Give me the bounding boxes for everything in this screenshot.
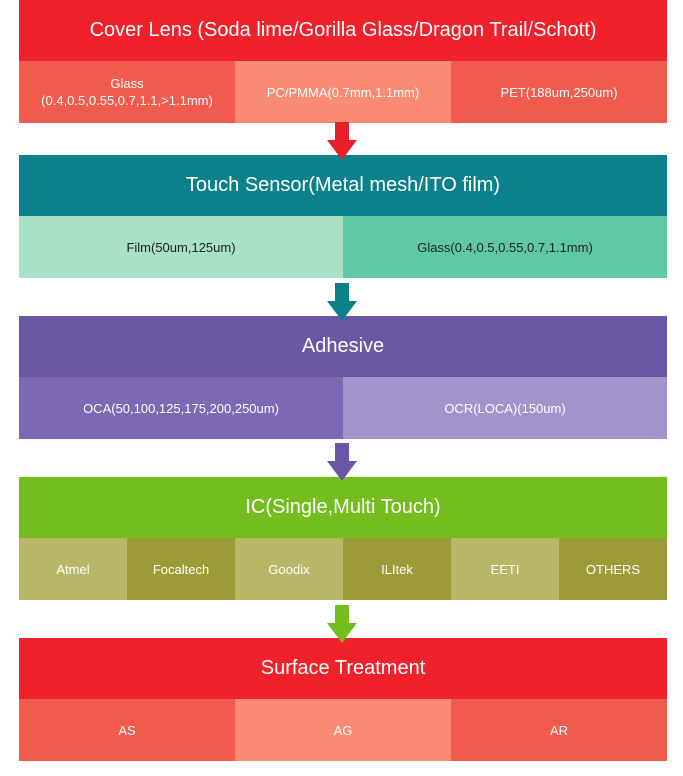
touch-sensor-section: Touch Sensor(Metal mesh/ITO film)Film(50… [19,155,667,278]
option-label-line: OCR(LOCA)(150um) [444,400,566,416]
down-arrow-icon [327,605,357,643]
option-label-line: AR [549,722,569,738]
option-label-line: AS [118,722,136,738]
option-label-line: Film(50um,125um) [126,239,236,255]
ic-section: IC(Single,Multi Touch) Atmel Focaltech Good… [19,477,667,600]
cover-lens-option: PC/PMMA(0.7mm,1.1mm) [235,61,451,123]
ic-header: IC(Single,Multi Touch) [19,477,667,538]
option-label: Glass (0.4,0.5,0.55,0.7,1.1,>1.1mm) [41,75,213,109]
option-label: OCA(50,100,125,175,200,250um) [83,400,279,417]
option-label: PET(188um,250um) [500,84,617,101]
option-label: Glass(0.4,0.5,0.55,0.7,1.1mm) [417,239,593,256]
adhesive-option: OCR(LOCA)(150um) [343,377,667,439]
option-label: Goodix [268,561,309,578]
touch-sensor-option: Film(50um,125um) [19,216,343,278]
option-label: ILItek [381,561,413,578]
option-label-line: Atmel [56,561,90,577]
option-label-line: Glass(0.4,0.5,0.55,0.7,1.1mm) [417,239,593,255]
cover-lens-option: Glass (0.4,0.5,0.55,0.7,1.1,>1.1mm) [19,61,235,123]
option-label: AR [550,722,568,739]
option-label-line: EETI [490,561,520,577]
ic-option: Goodix [235,538,343,600]
option-label-line: Focaltech [152,561,210,577]
surface-treatment-options-row: AS AG AR [19,699,667,761]
adhesive-option: OCA(50,100,125,175,200,250um) [19,377,343,439]
ic-option: Focaltech [127,538,235,600]
option-label: PC/PMMA(0.7mm,1.1mm) [267,84,419,101]
option-label-line: (0.4,0.5,0.55,0.7,1.1,>1.1mm) [41,93,213,108]
option-label-line: Goodix [268,561,310,577]
adhesive-header: Adhesive [19,316,667,377]
option-label-line: PC/PMMA(0.7mm,1.1mm) [266,84,420,100]
ic-options-row: Atmel Focaltech Goodix ILItek EETI OTHERS [19,538,667,600]
surface-treatment-option: AR [451,699,667,761]
option-label-line: OCA(50,100,125,175,200,250um) [83,400,279,416]
down-arrow-icon [327,122,357,160]
cover-lens-option: PET(188um,250um) [451,61,667,123]
option-label-line: PET(188um,250um) [500,84,618,100]
ic-option: OTHERS [559,538,667,600]
touch-sensor-option: Glass(0.4,0.5,0.55,0.7,1.1mm) [343,216,667,278]
ic-option: EETI [451,538,559,600]
down-arrow-icon [327,283,357,321]
option-label: Film(50um,125um) [126,239,235,256]
ic-option: ILItek [343,538,451,600]
option-label: OTHERS [586,561,640,578]
down-arrow-icon [327,443,357,481]
option-label: EETI [491,561,520,578]
touch-sensor-options-row: Film(50um,125um) Glass(0.4,0.5,0.55,0.7,1… [19,216,667,278]
option-label: Atmel [56,561,89,578]
ic-option: Atmel [19,538,127,600]
option-label-line: OTHERS [585,561,641,577]
cover-lens-options-row: Glass (0.4,0.5,0.55,0.7,1.1,>1.1mm) PC/PMM… [19,61,667,123]
option-label: AG [334,722,353,739]
surface-treatment-option: AG [235,699,451,761]
surface-treatment-option: AS [19,699,235,761]
option-label: OCR(LOCA)(150um) [444,400,565,417]
option-label-line: ILItek [381,561,413,577]
touch-sensor-header: Touch Sensor(Metal mesh/ITO film) [19,155,667,216]
cover-lens-section: Cover Lens (Soda lime/Gorilla Glass/Drag… [19,0,667,123]
cover-lens-header: Cover Lens (Soda lime/Gorilla Glass/Drag… [19,0,667,61]
adhesive-options-row: OCA(50,100,125,175,200,250um) OCR(LOCA)(1… [19,377,667,439]
surface-treatment-header: Surface Treatment [19,638,667,699]
option-label: Focaltech [153,561,209,578]
option-label: AS [118,722,135,739]
option-label-line: AG [333,722,353,738]
option-label-line: Glass [110,76,144,91]
